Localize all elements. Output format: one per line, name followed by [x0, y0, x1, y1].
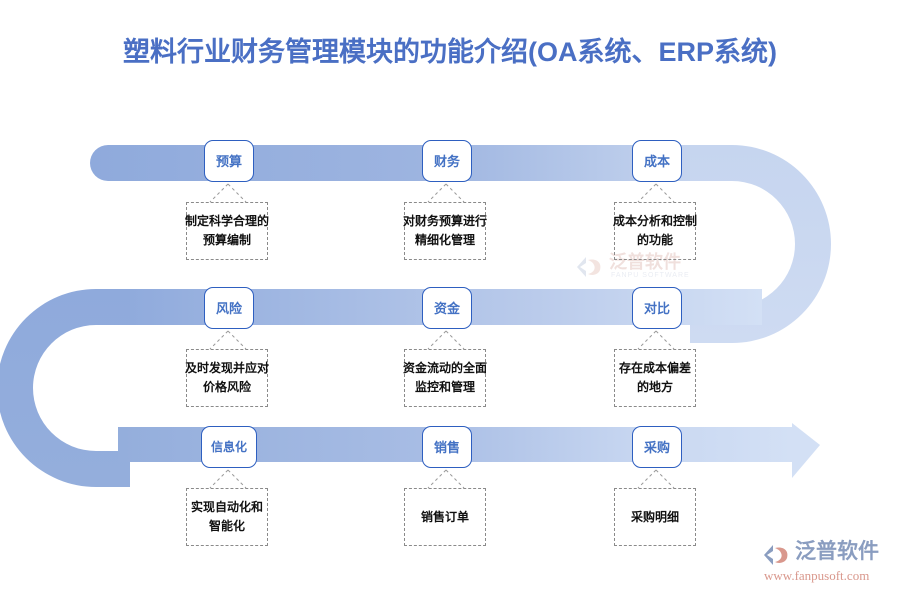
flow-desc-cost: 成本分析和控制的功能	[613, 202, 698, 260]
flow-desc-sales: 销售订单	[404, 488, 486, 546]
flow-desc-text: 实现自动化和智能化	[190, 500, 263, 533]
connector-budget	[209, 183, 247, 203]
flow-node-cost[interactable]: 成本	[632, 140, 682, 182]
connector-cost	[637, 183, 675, 203]
flow-desc-funds: 资金流动的全面监控和管理	[403, 349, 488, 407]
flow-node-label: 信息化	[210, 440, 247, 454]
flow-desc-risk: 及时发现并应对价格风险	[185, 349, 270, 407]
flow-node-label: 对比	[643, 300, 670, 316]
flow-node-label: 风险	[215, 300, 242, 316]
flow-desc-text: 及时发现并应对价格风险	[185, 361, 270, 394]
flow-node-label: 采购	[643, 439, 670, 455]
flow-node-label: 财务	[433, 153, 460, 169]
flow-node-procurement[interactable]: 采购	[632, 426, 682, 468]
flow-node-informatization[interactable]: 信息化	[201, 426, 257, 468]
flow-desc-text: 成本分析和控制的功能	[613, 214, 698, 247]
flow-node-risk[interactable]: 风险	[204, 287, 254, 329]
connector-finance	[427, 183, 465, 203]
flow-node-label: 资金	[433, 300, 460, 316]
flow-node-label: 预算	[215, 153, 242, 169]
flow-desc-text: 资金流动的全面监控和管理	[403, 361, 488, 394]
connector-informatization	[209, 469, 247, 489]
flow-desc-text: 存在成本偏差的地方	[618, 361, 691, 394]
flow-node-finance[interactable]: 财务	[422, 140, 472, 182]
connector-funds	[427, 330, 465, 350]
brand-url: www.fanpusoft.com	[764, 568, 870, 583]
flow-desc-informatization: 实现自动化和智能化	[186, 488, 268, 546]
connector-risk	[209, 330, 247, 350]
flow-desc-comparison: 存在成本偏差的地方	[614, 349, 696, 407]
brand-logo: 泛普软件 www.fanpusoft.com	[762, 540, 892, 590]
flow-desc-text: 制定科学合理的预算编制	[185, 214, 270, 247]
flow-node-funds[interactable]: 资金	[422, 287, 472, 329]
flow-desc-procurement: 采购明细	[614, 488, 696, 546]
flow-node-budget[interactable]: 预算	[204, 140, 254, 182]
brand-name: 泛普软件	[795, 540, 879, 563]
flow-node-label: 成本	[643, 153, 670, 169]
flow-desc-finance: 对财务预算进行精细化管理	[403, 202, 488, 260]
brand-mark-icon	[764, 545, 788, 565]
connector-sales	[427, 469, 465, 489]
connector-comparison	[637, 330, 675, 350]
page-title: 塑料行业财务管理模块的功能介绍(OA系统、ERP系统)	[123, 37, 777, 67]
flow-desc-text: 对财务预算进行精细化管理	[403, 214, 488, 247]
flow-node-sales[interactable]: 销售	[422, 426, 472, 468]
flow-desc-text: 采购明细	[630, 509, 679, 524]
connector-procurement	[637, 469, 675, 489]
flow-node-comparison[interactable]: 对比	[632, 287, 682, 329]
flow-desc-budget: 制定科学合理的预算编制	[185, 202, 270, 260]
flow-desc-text: 销售订单	[420, 509, 469, 524]
flow-node-label: 销售	[433, 439, 460, 455]
